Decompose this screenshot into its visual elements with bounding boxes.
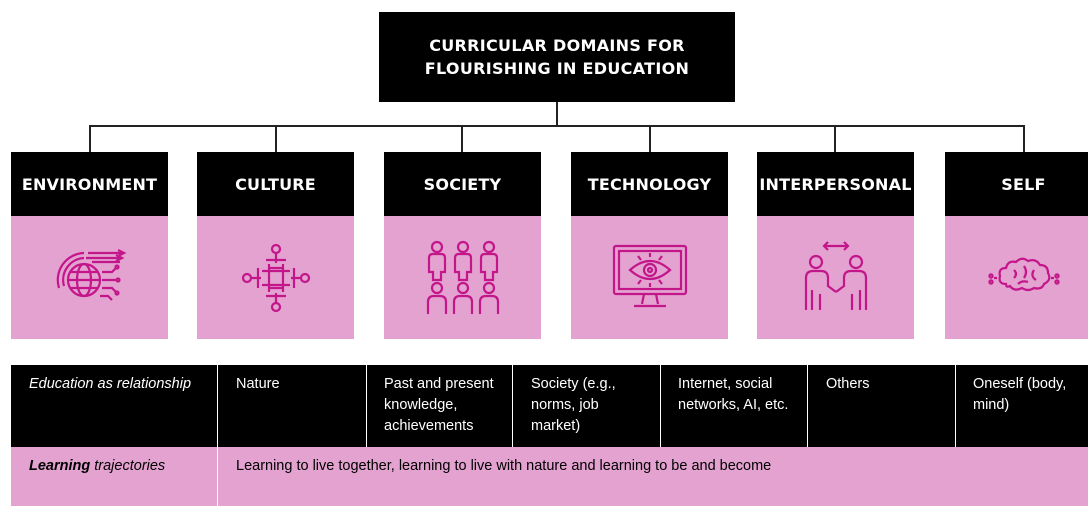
connector-culture <box>275 125 277 152</box>
title-line-2: FLOURISHING IN EDUCATION <box>424 59 690 78</box>
cell-divider <box>366 365 367 447</box>
domain-culture: CULTURE <box>197 152 354 339</box>
relationship-cell-environment: Nature <box>236 376 280 392</box>
domain-society: SOCIETY <box>384 152 541 339</box>
two-people-exchange-icon <box>804 240 867 310</box>
cell-divider <box>807 365 808 447</box>
domain-label: INTERPERSONAL <box>757 152 914 216</box>
relationship-cell-culture: Past and present knowledge, achievements <box>384 376 494 434</box>
globe-icon <box>56 248 126 301</box>
relationship-cell-technology: Internet, social networks, AI, etc. <box>678 376 789 413</box>
monitor-eye-icon <box>612 244 687 307</box>
cultural-symbol-icon <box>241 243 310 312</box>
connector-horizontal <box>89 125 1025 127</box>
cell-divider <box>217 447 218 506</box>
diagram-title: CURRICULAR DOMAINS FOR FLOURISHING IN ED… <box>379 12 735 102</box>
cell-divider <box>217 365 218 447</box>
relationship-cell-society: Society (e.g., norms, job market) <box>531 376 616 434</box>
trajectories-row <box>11 447 1088 506</box>
connector-environment <box>89 125 91 152</box>
relationship-row-label: Education as relationship <box>29 376 192 392</box>
connector-interpersonal <box>834 125 836 152</box>
connector-self <box>1023 125 1025 152</box>
connector-society <box>461 125 463 152</box>
relationship-cell-interpersonal: Others <box>826 376 870 392</box>
relationship-row <box>11 365 1088 447</box>
trajectories-row-label: Learning trajectories <box>29 458 166 474</box>
cell-divider <box>512 365 513 447</box>
domain-self: SELF <box>945 152 1088 339</box>
domain-technology: TECHNOLOGY <box>571 152 728 339</box>
domain-label: ENVIRONMENT <box>11 152 168 216</box>
domain-interpersonal: INTERPERSONAL <box>757 152 914 339</box>
domain-label: SELF <box>945 152 1088 216</box>
title-line-1: CURRICULAR DOMAINS FOR <box>429 36 685 55</box>
domain-label: TECHNOLOGY <box>571 152 728 216</box>
connector-technology <box>649 125 651 152</box>
domain-label: SOCIETY <box>384 152 541 216</box>
people-group-icon <box>426 240 499 314</box>
relationship-cell-self: Oneself (body, mind) <box>973 376 1067 413</box>
connector-vertical-main <box>556 102 558 127</box>
brain-icon <box>987 257 1060 291</box>
trajectories-text: Learning to live together, learning to l… <box>236 458 772 474</box>
domain-label: CULTURE <box>197 152 354 216</box>
domain-environment: ENVIRONMENT <box>11 152 168 339</box>
cell-divider <box>660 365 661 447</box>
cell-divider <box>955 365 956 447</box>
